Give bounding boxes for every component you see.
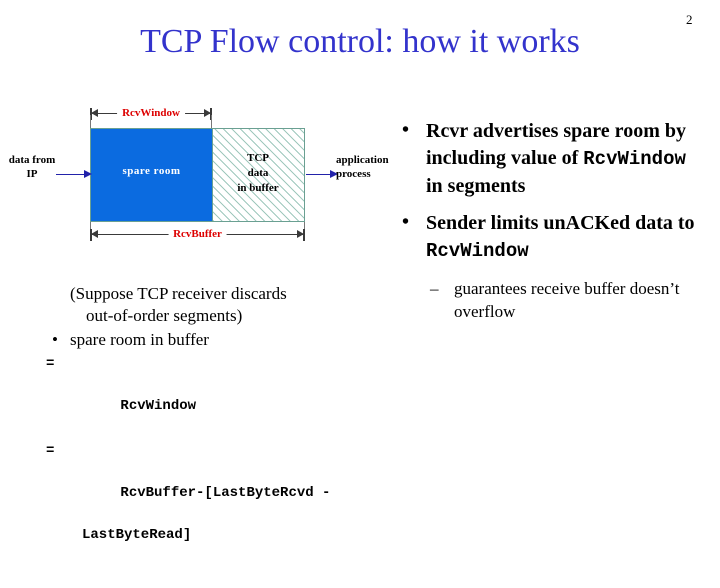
right-bullet-2-part1: Sender limits unACKed data to (426, 212, 695, 234)
left-note: (Suppose TCP receiver discards out-of-or… (46, 283, 376, 327)
output-flow-label-line2: process (336, 168, 371, 180)
dimension-label-rcvbuffer: RcvBuffer (168, 225, 227, 243)
left-note-line1: (Suppose TCP receiver discards (70, 284, 287, 303)
dimension-cap-right (210, 108, 212, 120)
input-flow-arrow-icon (84, 170, 92, 178)
left-text-block: (Suppose TCP receiver discards out-of-or… (46, 283, 376, 588)
slide-canvas: 2 TCP Flow control: how it works RcvWind… (0, 12, 706, 543)
bullet-dot-icon: • (52, 330, 58, 349)
left-bullet-spare-room: • spare room in buffer (46, 329, 376, 351)
right-bullet-2: • Sender limits unACKed data to RcvWindow (396, 210, 706, 265)
arrow-right-icon (297, 230, 304, 238)
spare-room-label: spare room (122, 165, 181, 177)
input-flow-label-line2: IP (26, 168, 38, 180)
right-bullet-1: • Rcvr advertises spare room by including… (396, 118, 706, 200)
right-sub-bullet-label: guarantees receive buffer doesn’t overfl… (454, 279, 680, 321)
tcp-buffer-diagram: RcvWindow spare room TCP data in buffer … (0, 95, 390, 255)
bullet-dot-icon: • (402, 119, 410, 141)
tcp-data-label-line1: TCP (247, 152, 269, 164)
equals-sign-2: = (46, 443, 55, 459)
output-flow-arrow-icon (330, 170, 338, 178)
right-bullet-2-mono: RcvWindow (426, 240, 529, 262)
right-bullet-1-part2: in segments (426, 175, 526, 197)
input-flow-label: data from IP (8, 153, 56, 181)
left-bullet-label: spare room in buffer (70, 330, 209, 349)
dimension-rcvwindow: RcvWindow (90, 104, 212, 123)
equals-sign-1: = (46, 356, 55, 372)
tcp-data-label: TCP data in buffer (212, 151, 304, 196)
equation-2-value: RcvBuffer-[LastByteRcvd - (120, 485, 331, 501)
equation-1-value: RcvWindow (120, 398, 197, 414)
guide-tick-mid (211, 115, 212, 129)
arrow-left-icon (91, 109, 98, 117)
input-flow-line (56, 174, 86, 175)
receive-buffer-box: spare room TCP data in buffer (90, 128, 305, 222)
right-bullet-1-part1: Rcvr advertises spare room by including … (426, 120, 686, 169)
arrow-right-icon (204, 109, 211, 117)
output-flow-label-line1: application (336, 154, 389, 166)
output-flow-line (306, 174, 332, 175)
dash-marker-icon: – (430, 279, 439, 298)
tcp-data-region (212, 129, 304, 221)
arrow-left-icon (91, 230, 98, 238)
output-flow-label: application process (336, 153, 402, 181)
guide-tick-bottom-left (90, 222, 91, 234)
left-equation-1: = RcvWindow (46, 354, 376, 438)
guide-tick-bottom-right (304, 222, 305, 234)
page-number: 2 (686, 12, 693, 27)
input-flow-label-line1: data from (8, 154, 56, 166)
right-bullet-1-mono: RcvWindow (583, 148, 686, 170)
dimension-label-rcvwindow: RcvWindow (117, 104, 185, 122)
left-note-line2: out-of-order segments) (86, 306, 243, 325)
bullet-dot-icon: • (402, 211, 410, 233)
tcp-data-label-line2: data (247, 167, 269, 179)
dimension-cap-right (303, 229, 305, 241)
tcp-data-label-line3: in buffer (237, 182, 279, 194)
dimension-rcvbuffer: RcvBuffer (90, 225, 305, 244)
equation-2-value-cont: LastByteRead] (82, 527, 192, 543)
guide-tick-left (90, 115, 91, 129)
spare-room-region (91, 129, 212, 221)
right-sub-bullet: –guarantees receive buffer doesn’t overf… (396, 277, 706, 323)
left-equation-2: = RcvBuffer-[LastByteRcvd - LastByteRead… (46, 441, 376, 588)
page-title: TCP Flow control: how it works (140, 23, 580, 60)
right-text-block: • Rcvr advertises spare room by including… (396, 118, 706, 323)
